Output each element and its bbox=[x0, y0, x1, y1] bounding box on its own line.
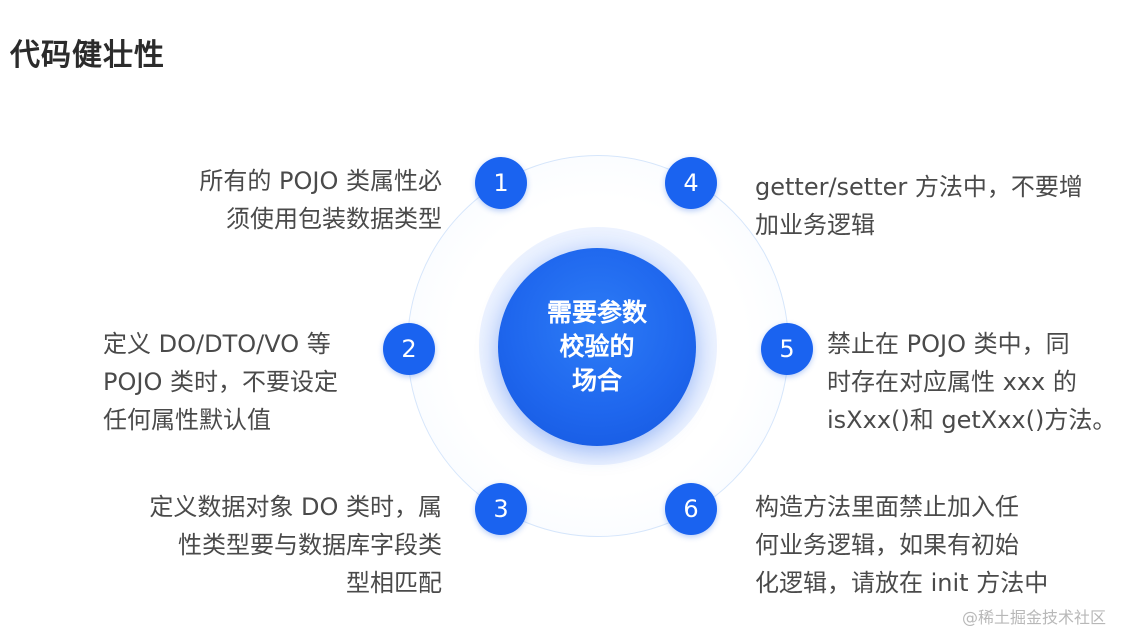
number-badge-3: 3 bbox=[475, 483, 527, 535]
item-line: 禁止在 POJO 类中，同 bbox=[827, 330, 1070, 358]
item-text-4: getter/setter 方法中，不要增 加业务逻辑 bbox=[755, 168, 1083, 244]
item-text-6: 构造方法里面禁止加入任 何业务逻辑，如果有初始 化逻辑，请放在 init 方法中 bbox=[755, 488, 1048, 602]
item-line: isXxx()和 getXxx()方法。 bbox=[827, 406, 1117, 434]
watermark: @稀土掘金技术社区 bbox=[961, 608, 1106, 627]
number-badge-2: 2 bbox=[383, 323, 435, 375]
item-line: 须使用包装数据类型 bbox=[226, 205, 442, 233]
number-badge-6: 6 bbox=[665, 483, 717, 535]
item-line: 时存在对应属性 xxx 的 bbox=[827, 368, 1077, 396]
item-line: 定义 DO/DTO/VO 等 bbox=[103, 330, 331, 358]
item-text-1: 所有的 POJO 类属性必 须使用包装数据类型 bbox=[199, 162, 442, 238]
item-line: POJO 类时，不要设定 bbox=[103, 368, 338, 396]
item-line: 任何属性默认值 bbox=[103, 406, 271, 434]
item-line: getter/setter 方法中，不要增 bbox=[755, 173, 1083, 201]
center-label-line: 场合 bbox=[571, 366, 622, 395]
item-text-2: 定义 DO/DTO/VO 等 POJO 类时，不要设定 任何属性默认值 bbox=[103, 325, 338, 439]
item-line: 加业务逻辑 bbox=[755, 211, 875, 239]
number-badge-4: 4 bbox=[665, 157, 717, 209]
item-line: 所有的 POJO 类属性必 bbox=[199, 167, 442, 195]
item-line: 定义数据对象 DO 类时，属 bbox=[149, 493, 442, 521]
center-label-line: 校验的 bbox=[559, 332, 635, 361]
page-title: 代码健壮性 bbox=[10, 38, 165, 73]
item-line: 性类型要与数据库字段类 bbox=[178, 531, 442, 559]
center-circle: 需要参数 校验的 场合 bbox=[498, 248, 696, 446]
item-text-5: 禁止在 POJO 类中，同 时存在对应属性 xxx 的 isXxx()和 get… bbox=[827, 325, 1116, 439]
center-label: 需要参数 校验的 场合 bbox=[532, 296, 662, 398]
item-line: 何业务逻辑，如果有初始 bbox=[755, 531, 1019, 559]
center-label-line: 需要参数 bbox=[546, 298, 647, 327]
number-badge-1: 1 bbox=[475, 157, 527, 209]
item-text-3: 定义数据对象 DO 类时，属 性类型要与数据库字段类 型相匹配 bbox=[149, 488, 442, 602]
item-line: 化逻辑，请放在 init 方法中 bbox=[755, 569, 1049, 597]
item-line: 型相匹配 bbox=[346, 569, 442, 597]
number-badge-5: 5 bbox=[761, 323, 813, 375]
item-line: 构造方法里面禁止加入任 bbox=[755, 493, 1019, 521]
